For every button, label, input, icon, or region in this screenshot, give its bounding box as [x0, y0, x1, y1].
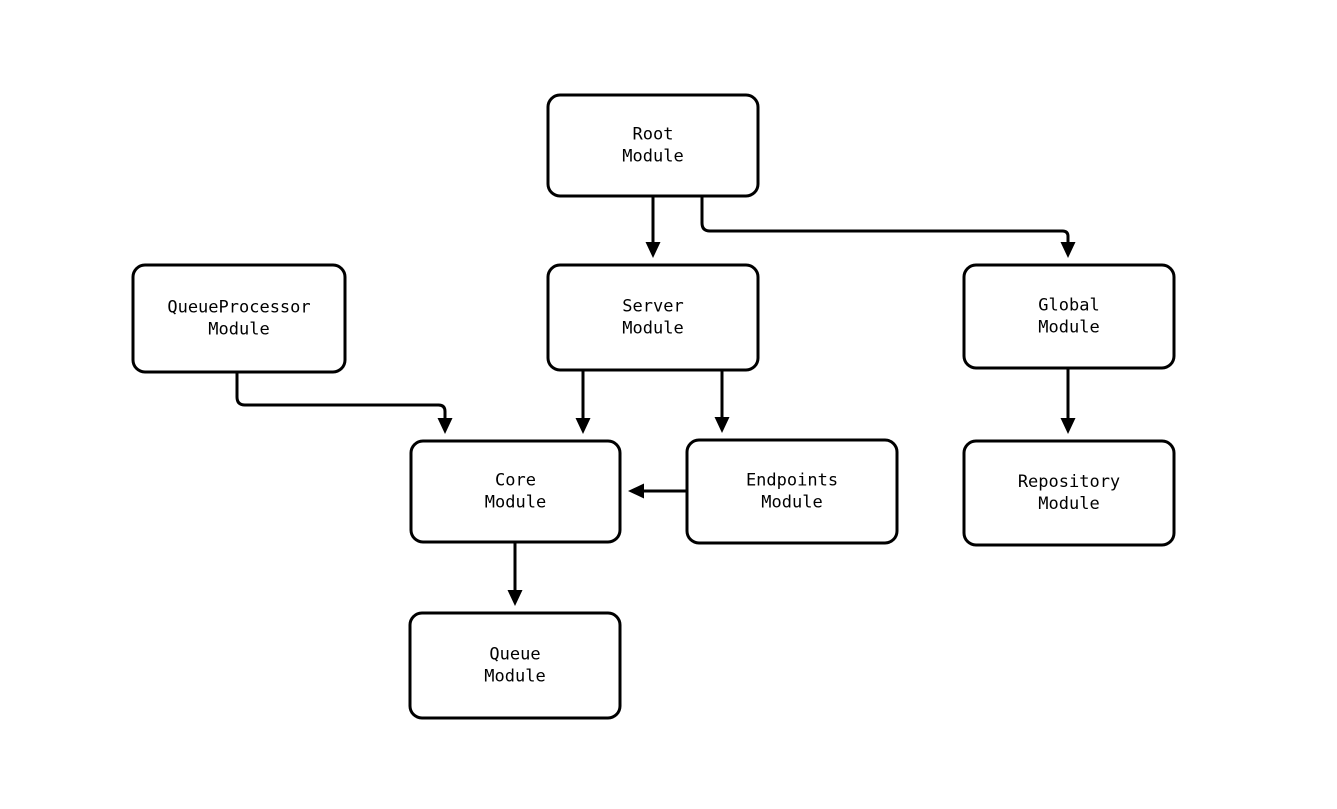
edge-root-to-global [700, 196, 1076, 258]
node-label-line1: Core [495, 471, 536, 491]
node-label-line1: Global [1038, 296, 1099, 316]
node-label-line2: Module [484, 667, 545, 687]
node-box[interactable] [408, 611, 622, 720]
edge-arrowhead [628, 483, 644, 499]
node-box[interactable] [409, 439, 622, 544]
node-label-line2: Module [761, 493, 822, 513]
node-box[interactable] [962, 263, 1176, 370]
node-label-line1: Repository [1018, 472, 1120, 492]
node-label-line2: Module [1038, 494, 1099, 514]
edge-arrowhead [1060, 242, 1076, 258]
node-box[interactable] [131, 263, 347, 374]
edge-line [700, 196, 1070, 242]
edge-arrowhead [645, 242, 661, 258]
edge-server-to-endpoints [714, 370, 730, 433]
node-box[interactable] [546, 93, 760, 198]
edge-global-to-repository [1060, 368, 1076, 434]
node-box[interactable] [962, 439, 1176, 547]
edge-core-to-queue [507, 542, 523, 606]
node-label-line1: Root [633, 125, 674, 145]
edge-server-to-core [575, 370, 591, 434]
node-label-line1: Server [622, 297, 683, 317]
nodes-layer: RootModuleQueueProcessorModuleServerModu… [131, 93, 1176, 720]
node-label-line2: Module [622, 147, 683, 167]
edge-arrowhead [437, 418, 453, 434]
edge-queueprocessor-to-core [235, 372, 453, 434]
edge-line [235, 372, 447, 418]
node-label-line1: QueueProcessor [167, 298, 310, 318]
edge-endpoints-to-core [628, 483, 687, 499]
node-label-line1: Endpoints [746, 471, 838, 491]
edges-layer [235, 196, 1076, 606]
node-box[interactable] [546, 263, 760, 372]
edge-root-to-server [645, 196, 661, 258]
edge-arrowhead [507, 590, 523, 606]
node-label-line2: Module [485, 493, 546, 513]
node-label-line2: Module [622, 319, 683, 339]
edge-arrowhead [1060, 418, 1076, 434]
node-label-line2: Module [208, 320, 269, 340]
edge-arrowhead [714, 417, 730, 433]
node-label-line2: Module [1038, 318, 1099, 338]
edge-arrowhead [575, 418, 591, 434]
node-box[interactable] [685, 438, 899, 545]
node-label-line1: Queue [489, 645, 540, 665]
